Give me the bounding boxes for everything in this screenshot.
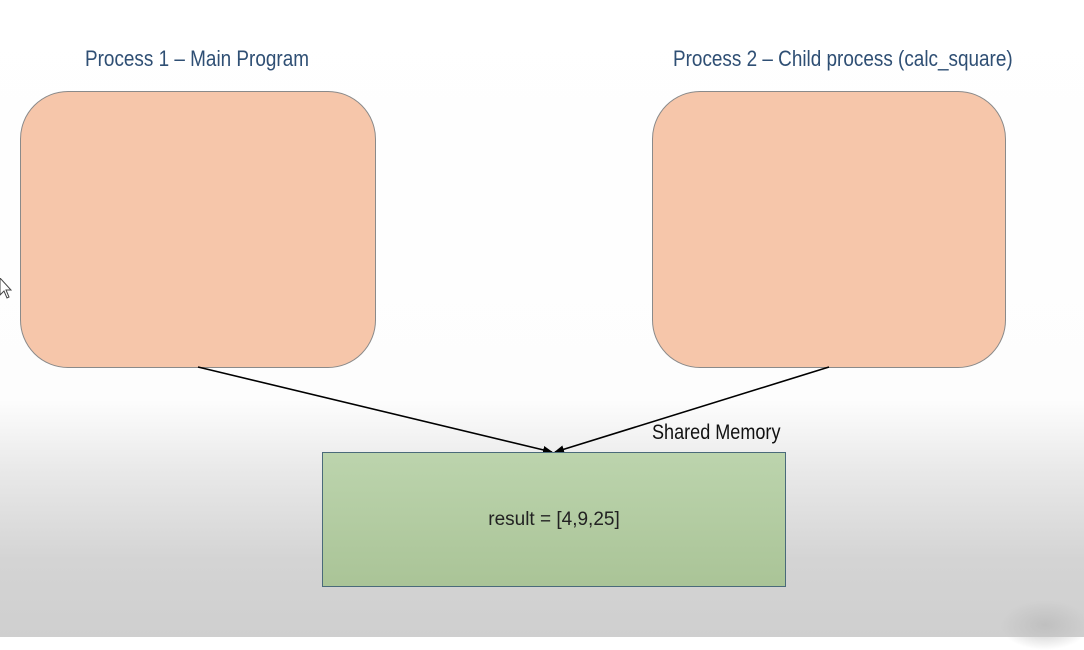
- shared-memory-box: result = [4,9,25]: [322, 452, 786, 587]
- shared-memory-content: result = [4,9,25]: [488, 508, 620, 530]
- process-1-box: [20, 91, 376, 368]
- arrow-process1-to-shared: [197, 366, 553, 454]
- mouse-pointer-icon: [0, 278, 12, 299]
- arrow-process2-to-shared: [554, 366, 830, 454]
- shared-memory-label: Shared Memory: [652, 421, 781, 444]
- process-1-title: Process 1 – Main Program: [85, 46, 309, 71]
- process-2-box: [652, 91, 1006, 368]
- process-2-title: Process 2 – Child process (calc_square): [673, 46, 1013, 71]
- background-smudge: [1000, 600, 1084, 650]
